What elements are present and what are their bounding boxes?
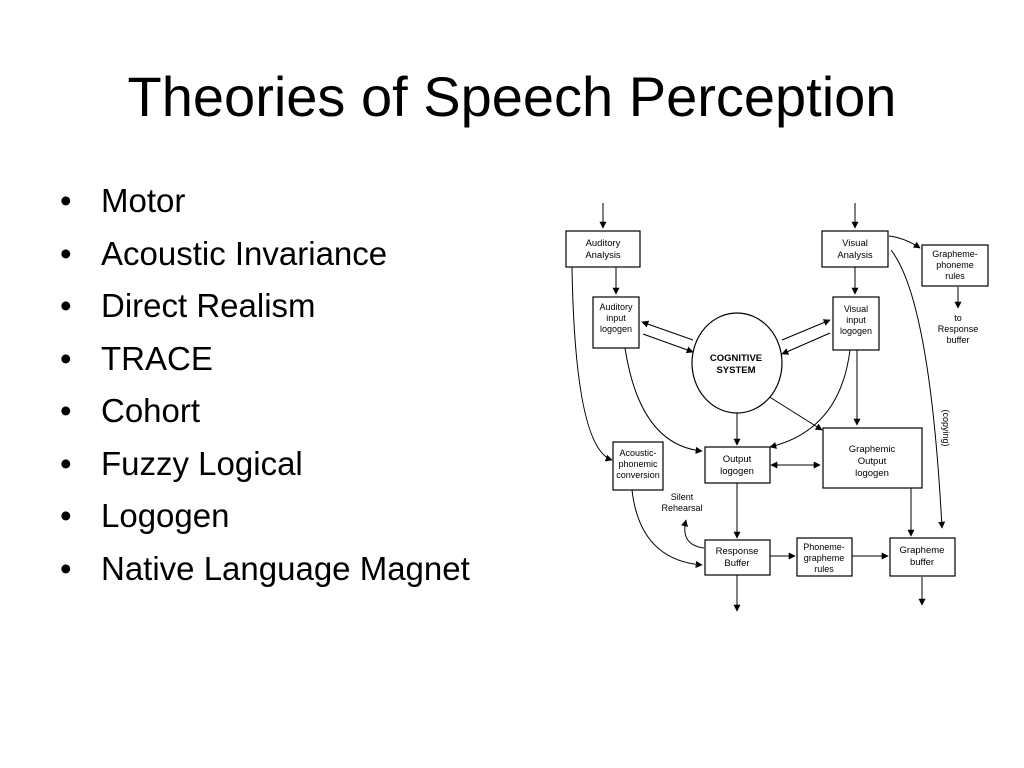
svg-text:SYSTEM: SYSTEM bbox=[716, 365, 755, 376]
bullet-trace: TRACE bbox=[58, 340, 478, 378]
svg-text:COGNITIVE: COGNITIVE bbox=[710, 353, 762, 364]
svg-text:Grapheme: Grapheme bbox=[900, 545, 945, 556]
svg-text:input: input bbox=[846, 315, 866, 325]
svg-text:rules: rules bbox=[945, 271, 965, 281]
bullet-fuzzy-logical: Fuzzy Logical bbox=[58, 445, 478, 483]
svg-text:Analysis: Analysis bbox=[837, 250, 873, 261]
bullet-native-language-magnet: Native Language Magnet bbox=[58, 550, 478, 588]
svg-text:logogen: logogen bbox=[840, 326, 872, 336]
svg-text:Response: Response bbox=[938, 324, 979, 334]
svg-text:Analysis: Analysis bbox=[585, 250, 621, 261]
svg-text:Response: Response bbox=[716, 546, 759, 557]
auditory-input-logogen-box: Auditory input logogen bbox=[592, 296, 640, 349]
bullet-direct-realism: Direct Realism bbox=[58, 287, 478, 325]
auditory-analysis-box: Auditory Analysis bbox=[565, 230, 641, 268]
svg-text:conversion: conversion bbox=[616, 470, 660, 480]
svg-text:Silent: Silent bbox=[671, 492, 694, 502]
svg-text:Rehearsal: Rehearsal bbox=[661, 503, 702, 513]
svg-text:Output: Output bbox=[723, 454, 752, 465]
bullet-motor: Motor bbox=[58, 182, 478, 220]
graphemic-output-logogen-box: Graphemic Output logogen bbox=[822, 427, 923, 489]
grapheme-buffer-box: Grapheme buffer bbox=[889, 537, 956, 577]
diagram-connectors bbox=[571, 203, 962, 612]
theory-list: Motor Acoustic Invariance Direct Realism… bbox=[58, 182, 478, 602]
bullet-acoustic-invariance: Acoustic Invariance bbox=[58, 235, 478, 273]
to-response-buffer-label: to Response buffer bbox=[938, 313, 979, 345]
visual-input-logogen-box: Visual input logogen bbox=[832, 296, 880, 351]
response-buffer-box: Response Buffer bbox=[704, 539, 771, 576]
svg-text:Auditory: Auditory bbox=[599, 302, 633, 312]
svg-text:Phoneme-: Phoneme- bbox=[803, 542, 845, 552]
svg-text:Buffer: Buffer bbox=[724, 558, 749, 569]
svg-text:Visual: Visual bbox=[842, 238, 868, 249]
cognitive-system-ellipse: COGNITIVE SYSTEM bbox=[691, 312, 783, 414]
svg-text:Acoustic-: Acoustic- bbox=[619, 448, 656, 458]
svg-text:grapheme: grapheme bbox=[804, 553, 845, 563]
phoneme-grapheme-rules-box: Phoneme- grapheme rules bbox=[796, 537, 853, 577]
svg-text:Grapheme-: Grapheme- bbox=[932, 249, 978, 259]
svg-text:Output: Output bbox=[858, 456, 887, 467]
svg-text:logogen: logogen bbox=[855, 468, 889, 479]
grapheme-phoneme-rules-box: Grapheme- phoneme rules bbox=[921, 244, 989, 287]
svg-text:buffer: buffer bbox=[910, 557, 934, 568]
bullet-cohort: Cohort bbox=[58, 392, 478, 430]
silent-rehearsal-label: Silent Rehearsal bbox=[661, 492, 702, 513]
svg-text:Visual: Visual bbox=[844, 304, 868, 314]
svg-text:to: to bbox=[954, 313, 962, 323]
svg-text:Graphemic: Graphemic bbox=[849, 444, 896, 455]
svg-text:logogen: logogen bbox=[720, 466, 754, 477]
svg-text:logogen: logogen bbox=[600, 324, 632, 334]
acoustic-phonemic-conversion-box: Acoustic- phonemic conversion bbox=[612, 441, 664, 491]
svg-text:phoneme: phoneme bbox=[936, 260, 974, 270]
visual-analysis-box: Visual Analysis bbox=[821, 230, 889, 268]
svg-text:phonemic: phonemic bbox=[618, 459, 658, 469]
svg-text:input: input bbox=[606, 313, 626, 323]
svg-text:Auditory: Auditory bbox=[586, 238, 621, 249]
svg-text:rules: rules bbox=[814, 564, 834, 574]
slide-title: Theories of Speech Perception bbox=[127, 65, 897, 128]
output-logogen-box: Output logogen bbox=[704, 446, 771, 484]
copying-label: (copying) bbox=[941, 409, 951, 446]
bullet-logogen: Logogen bbox=[58, 497, 478, 535]
svg-text:buffer: buffer bbox=[947, 335, 970, 345]
